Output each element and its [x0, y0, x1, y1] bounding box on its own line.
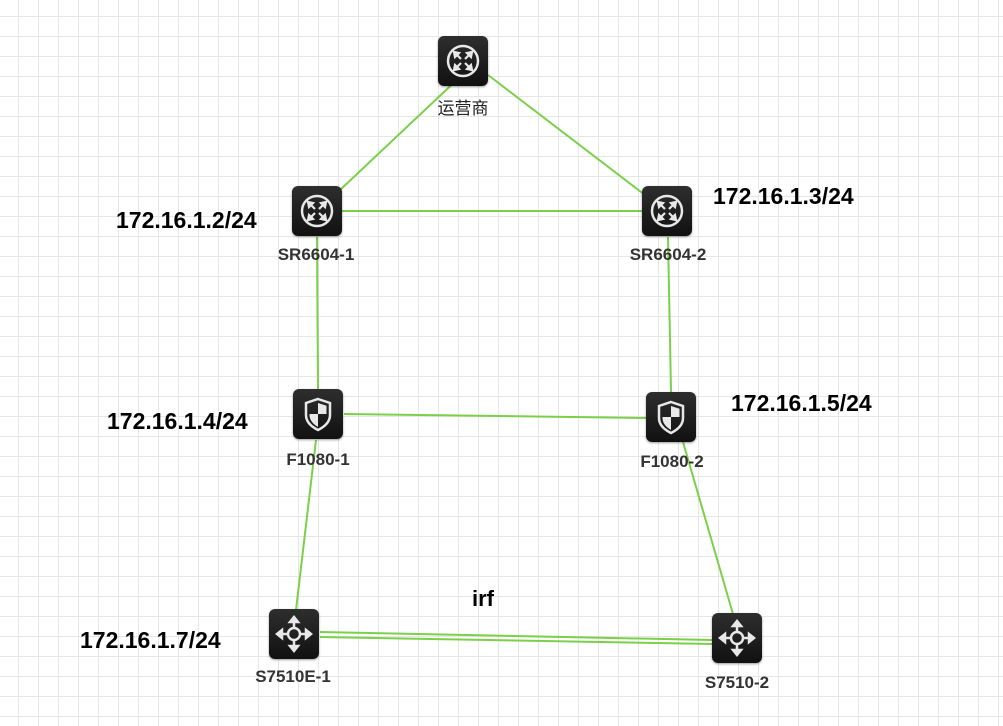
link-sr2-fw2 — [667, 236, 672, 393]
sr6604-2-ip: 172.16.1.3/24 — [713, 183, 854, 209]
router-icon — [650, 194, 684, 228]
sr6604-1-router-node[interactable] — [292, 186, 342, 236]
isp-router-node[interactable] — [438, 36, 488, 86]
firewall-icon — [657, 400, 685, 435]
router-icon — [300, 194, 334, 228]
f1080-1-label: F1080-1 — [286, 450, 350, 469]
f1080-2-label: F1080-2 — [640, 452, 704, 471]
f1080-2-firewall-node[interactable] — [646, 392, 696, 442]
link-irf-1 — [319, 631, 713, 641]
link-fw1-sw1 — [295, 439, 317, 611]
firewall-icon — [304, 397, 332, 432]
switch-icon — [274, 614, 314, 654]
sr6604-2-router-node[interactable] — [642, 186, 692, 236]
irf-label: irf — [472, 586, 494, 611]
s7510e-1-switch-node[interactable] — [269, 609, 319, 659]
sr6604-2-label: SR6604-2 — [629, 245, 707, 264]
s7510e-1-label: S7510E-1 — [255, 667, 331, 686]
link-irf-2 — [319, 636, 713, 645]
link-isp-sr2 — [487, 74, 646, 196]
link-fw2-sw2 — [682, 441, 734, 615]
link-isp-sr1 — [339, 74, 463, 191]
link-sr1-fw1 — [316, 236, 319, 391]
sr6604-1-label: SR6604-1 — [277, 245, 355, 264]
isp-label: 运营商 — [437, 99, 489, 119]
s7510-2-label: S7510-2 — [704, 673, 770, 692]
f1080-1-firewall-node[interactable] — [293, 389, 343, 439]
s7510-2-switch-node[interactable] — [712, 613, 762, 663]
router-icon — [446, 44, 480, 78]
f1080-2-ip: 172.16.1.5/24 — [731, 390, 872, 416]
link-fw1-fw2 — [343, 413, 647, 419]
sr6604-1-ip: 172.16.1.2/24 — [116, 207, 257, 233]
f1080-1-ip: 172.16.1.4/24 — [107, 408, 248, 434]
s7510e-1-ip: 172.16.1.7/24 — [80, 627, 221, 653]
switch-icon — [717, 618, 757, 658]
